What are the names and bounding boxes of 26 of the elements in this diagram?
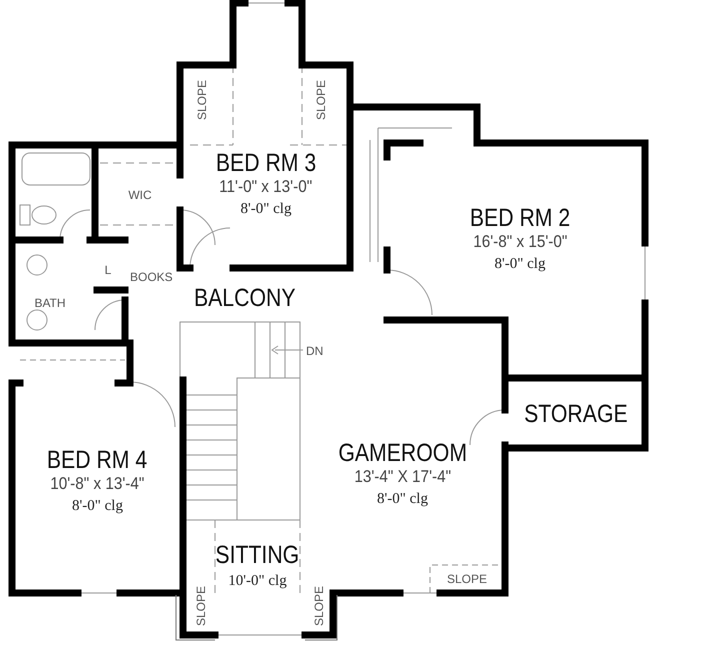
ceiling-height: 8'-0" clg bbox=[494, 254, 546, 274]
room-name: STORAGE bbox=[524, 400, 628, 428]
room-name: BALCONY bbox=[194, 284, 296, 312]
ceiling-height: 10'-0" clg bbox=[228, 572, 287, 591]
room-name: BED RM 2 bbox=[470, 204, 570, 232]
slope-note: SLOPE bbox=[195, 80, 209, 120]
room-name: L bbox=[104, 263, 112, 277]
ceiling-height: 8'-0" clg bbox=[377, 490, 428, 508]
room-name: WIC bbox=[128, 188, 152, 202]
room-name: BED RM 4 bbox=[47, 447, 148, 474]
room-name: BED RM 3 bbox=[216, 150, 316, 176]
room-dimensions: 16'-8" x 15'-0" bbox=[472, 232, 568, 252]
slope-note: SLOPE bbox=[312, 586, 326, 626]
room-dimensions: 10'-8" x 13'-4" bbox=[50, 474, 145, 494]
room-dimensions: 13'-4" X 17'-4" bbox=[354, 466, 451, 486]
shelf-label: BOOKS bbox=[130, 270, 173, 284]
slope-note: SLOPE bbox=[194, 586, 208, 626]
room-name: GAMEROOM bbox=[338, 440, 467, 466]
stair-direction-label: DN bbox=[306, 344, 324, 358]
ceiling-height: 8'-0" clg bbox=[72, 497, 123, 516]
slope-note: SLOPE bbox=[314, 80, 328, 120]
room-name: BATH bbox=[34, 296, 66, 310]
room-dimensions: 11'-0" x 13'-0" bbox=[220, 176, 312, 196]
slope-note: SLOPE bbox=[447, 572, 488, 586]
ceiling-height: 8'-0" clg bbox=[240, 200, 292, 218]
room-name: SITTING bbox=[216, 542, 300, 569]
